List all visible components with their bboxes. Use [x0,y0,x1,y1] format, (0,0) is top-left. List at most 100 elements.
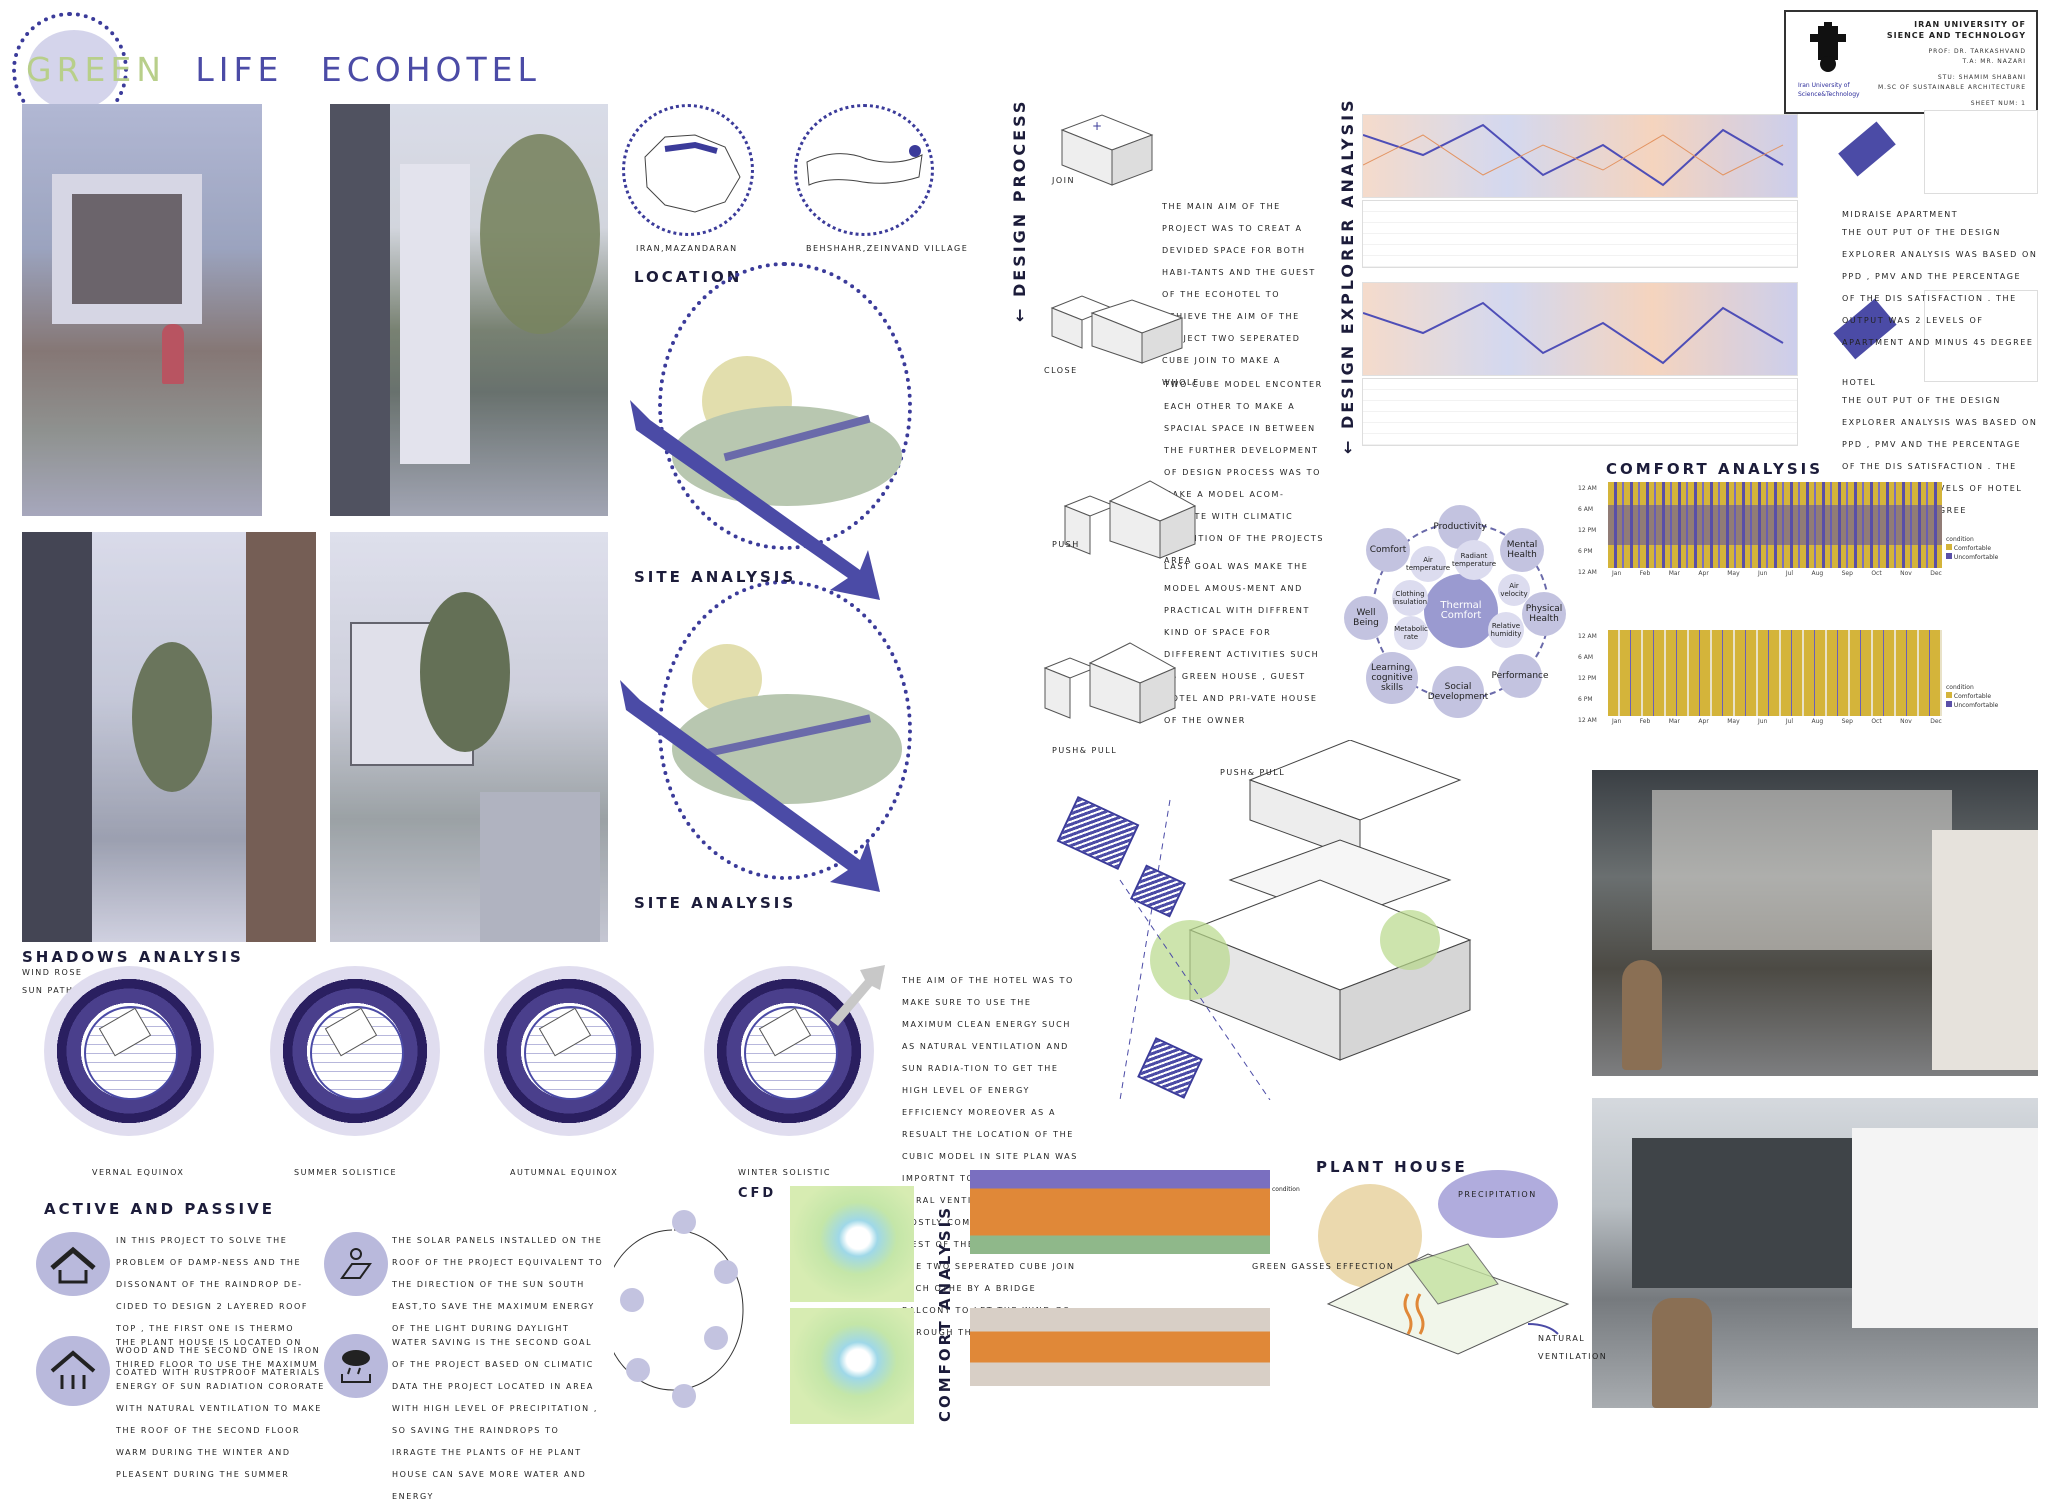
design-process-step-3 [1060,476,1200,562]
wheel-outer-well-being: Well Being [1344,596,1388,640]
location-header: LOCATION [634,268,743,286]
wheel-outer-comfort: Comfort [1366,528,1410,572]
shadows-sub-1: WIND ROSE [22,968,83,977]
plant-house-diagram [1308,1164,1592,1414]
wind-rose-2 [270,966,440,1136]
ventilation-text: THE AIM OF THE HOTEL WAS TO MAKE SURE TO… [902,976,1078,1337]
sheet-number: SHEET NUM: 1 [1970,100,2026,107]
design-process-step-1: + [1052,110,1162,190]
uni-line-2: SIENCE AND TECHNOLOGY [1886,31,2026,40]
comfort-chart-1-overlay [1608,505,1942,545]
y-tick: 12 AM [1578,485,1597,492]
prof-2: T.A: MR. NAZARI [1962,58,2026,65]
wind-arrow [820,960,890,1030]
info-box: Iran University of Science&Technology IR… [1784,10,2038,114]
wind-rose-1 [44,966,214,1136]
wheel-inner-clothing-insulation: Clothing insulation [1392,580,1428,616]
wind-rose-3 [484,966,654,1136]
step3-text: LAST GOAL WAS MAKE THE MODEL AMOUS-MENT … [1164,562,1320,725]
scatter-matrix-2 [1924,290,2038,382]
site-circle-2 [658,580,912,880]
shadow-caption-3: AUTUMNAL EQUINOX [510,1168,619,1177]
hotel-title: HOTEL [1842,378,1877,387]
y-tick: 6 AM [1578,654,1594,661]
comfort-header: COMFORT ANALYSIS [1606,460,1824,478]
step2-text: TWO CUBE MODEL ENCONTER EACH OTHER TO MA… [1164,380,1325,565]
plant-label-precipitation: PRECIPITATION [1458,1190,1537,1199]
comfort2-header: COMFORT ANALYSIS [936,1204,954,1422]
apartment-title: MIDRAISE APARTMENT [1842,210,1959,219]
map-iran-circle [622,104,754,236]
site-circle-1 [658,262,912,550]
wheel-inner-metabolic-rate: Metabolic rate [1394,616,1428,650]
map-village-circle [794,104,934,236]
wheel-inner-relative-humidity: Relative humidity [1488,612,1524,648]
scatter-matrix-1 [1924,110,2038,194]
exploded-axonometric [1110,739,1540,1101]
step2-label: CLOSE [1044,366,1078,375]
title-green: GREEN [26,50,166,89]
student: STU: SHAMIM SHABANI [1937,74,2026,81]
wheel-outer-learning: Learning, cognitive skills [1366,652,1418,704]
cfd-plot-1 [790,1186,914,1302]
wheel-inner-radiant-temperature: Radiant temperature [1452,540,1496,580]
plant-label-ventilation: VENTILATION [1538,1352,1608,1361]
wheel-outer-social-development: Social Development [1428,666,1488,718]
active-text-1: IN THIS PROJECT TO SOLVE THE PROBLEM OF … [116,1236,321,1377]
design-process-step-2 [1042,288,1192,368]
svg-text:+: + [1092,119,1102,133]
wheel-inner-air-velocity: Air velocity [1498,574,1530,606]
render-photo-3 [22,532,316,942]
plant-label-natural: NATURAL [1538,1334,1586,1343]
active-text-4: WATER SAVING IS THE SECOND GOAL OF THE P… [392,1338,599,1501]
exploded-label: PUSH& PULL [1220,768,1286,777]
y-tick: 12 PM [1578,675,1597,682]
shadows-sub-2: SUN PATH [22,986,74,995]
site-arrows [620,400,880,892]
comfort-y-ticks-1: 12 AM 6 AM 12 PM 6 PM 12 AM [1578,478,1597,583]
render-photo-4 [330,532,608,942]
site-header-2: SITE ANALYSIS [634,894,797,912]
render-photo-2 [330,104,608,516]
step1-text: THE MAIN AIM OF THE PROJECT WAS TO CREAT… [1162,202,1316,387]
cfd-header: CFD [738,1186,777,1201]
data-table-2 [1362,378,1798,446]
design-process-step-4 [1040,638,1180,728]
step4-label: PUSH& PULL [1052,746,1118,755]
logo-caption-2: Science&Technology [1798,91,1860,98]
comfort2-chart-2 [970,1308,1270,1386]
y-tick: 12 PM [1578,527,1597,534]
active-text-3: THE PLANT HOUSE IS LOCATED ON THIRED FLO… [116,1338,325,1479]
plant-house-header: PLANT HOUSE [1316,1158,1468,1176]
comfort2-legend: condition [1272,1186,1300,1193]
solar-panel-icon [324,1232,388,1296]
cfd-plot-2 [790,1308,914,1424]
y-tick: 6 PM [1578,548,1593,555]
plant-house-icon [36,1336,110,1406]
y-tick: 6 AM [1578,506,1594,513]
wheel-outer-physical-health: Physical Health [1522,592,1566,636]
wheel-outer-performance: Performance [1491,654,1549,698]
step3-label: PUSH [1052,540,1080,549]
active-text-2: THE SOLAR PANELS INSTALLED ON THE ROOF O… [392,1236,604,1333]
y-tick: 6 PM [1578,696,1593,703]
comfort2-chart-1 [970,1170,1270,1254]
comfort-y-ticks-2: 12 AM 6 AM 12 PM 6 PM 12 AM [1578,626,1597,731]
page-title: GREEN LIFE ECOHOTEL [26,50,541,89]
logo-caption-1: Iran University of [1798,82,1850,89]
wind-rose-4 [704,966,874,1136]
y-tick: 12 AM [1578,633,1597,640]
step1-label: JOIN [1052,176,1075,185]
wheel-outer-mental-health: Mental Health [1500,528,1544,572]
parallel-coords-2 [1362,282,1798,376]
cycle-diagram [602,1200,744,1420]
render-photo-1 [22,104,262,516]
data-table-1 [1362,200,1798,268]
map1-caption: IRAN,MAZANDARAN [636,244,738,253]
wheel-inner-air-temperature: Air temperature [1406,546,1450,582]
wheel-center: Thermal Comfort [1424,574,1498,648]
active-passive-header: ACTIVE AND PASSIVE [44,1200,275,1218]
design-process-header: ← DESIGN PROCESS [1010,98,1029,322]
